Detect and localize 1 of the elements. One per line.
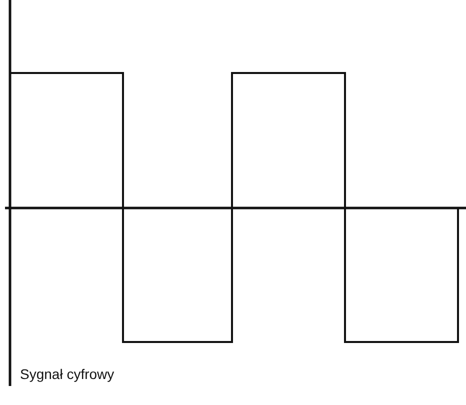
- caption-text: Sygnał cyfrowy: [20, 366, 114, 382]
